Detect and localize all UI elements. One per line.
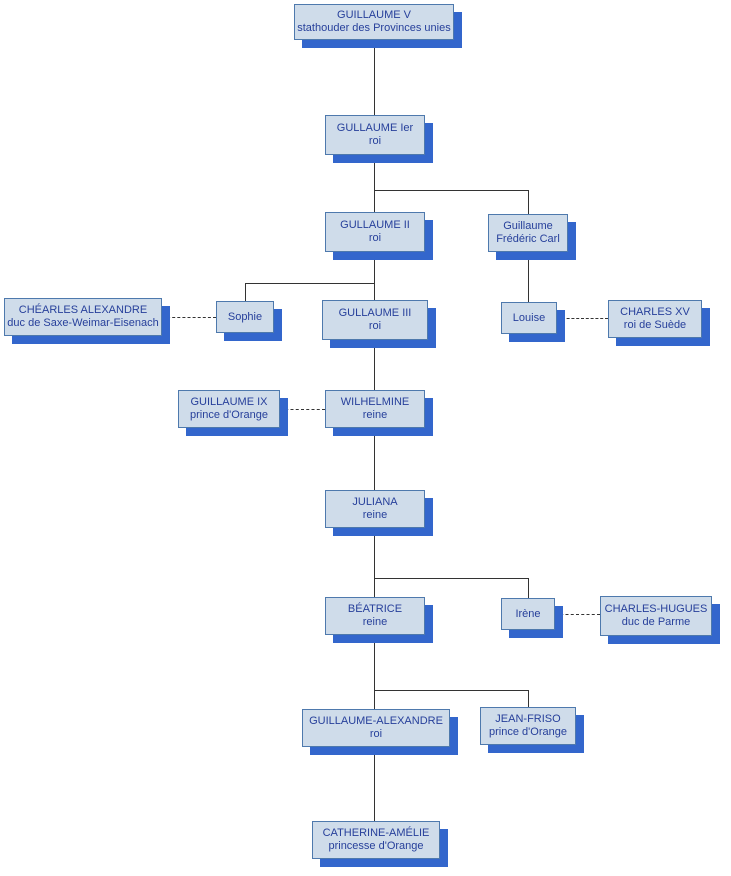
node-sophie: Sophie: [216, 301, 274, 333]
person-name: BÉATRICE: [347, 603, 403, 615]
person-name: Sophie: [227, 310, 263, 323]
connector-line: [245, 283, 374, 284]
connector-line: [374, 528, 375, 597]
connector-line: [374, 578, 528, 579]
person-name: WILHELMINE: [340, 396, 410, 408]
person-name: GUILLAUME-ALEXANDRE: [309, 715, 443, 727]
connector-line: [245, 283, 246, 301]
connector-line: [528, 578, 529, 598]
node-wilhelmine: WILHELMINE reine: [325, 390, 425, 428]
marriage-dashed-line: [162, 317, 216, 318]
node-guillaume-iii: GULLAUME III roi: [322, 300, 428, 340]
person-title: roi de Suède: [623, 319, 687, 331]
person-title: reine: [362, 409, 388, 421]
person-name: CHÉARLES ALEXANDRE: [18, 304, 148, 316]
node-chearles-alexandre: CHÉARLES ALEXANDRE duc de Saxe-Weimar-Ei…: [4, 298, 162, 336]
node-guillaume-ii: GULLAUME II roi: [325, 212, 425, 252]
node-juliana: JULIANA reine: [325, 490, 425, 528]
node-charles-hugues: CHARLES-HUGUES duc de Parme: [600, 596, 712, 636]
marriage-dashed-line: [555, 614, 600, 615]
person-name: GULLAUME II: [340, 219, 410, 231]
person-name: JEAN-FRISO: [495, 713, 561, 725]
node-irene: Irène: [501, 598, 555, 630]
connector-line: [374, 252, 375, 300]
person-title: prince d'Orange: [489, 726, 567, 738]
person-name: GULLAUME III: [338, 307, 412, 319]
node-guillaume-alexandre: GUILLAUME-ALEXANDRE roi: [302, 709, 450, 747]
person-name: CHARLES-HUGUES: [604, 603, 708, 615]
person-name: JULIANA: [352, 496, 398, 508]
person-title: Frédéric Carl: [496, 233, 560, 245]
person-title: reine: [362, 509, 388, 521]
marriage-dashed-line: [280, 409, 325, 410]
connector-line: [374, 747, 375, 821]
node-catherine-amelie: CATHERINE-AMÉLIE princesse d'Orange: [312, 821, 440, 859]
person-title: roi: [368, 320, 382, 332]
person-name: Irène: [515, 607, 541, 620]
marriage-dashed-line: [557, 318, 608, 319]
connector-line: [528, 190, 529, 214]
connector-line: [374, 340, 375, 390]
connector-line: [374, 635, 375, 709]
person-name: GUILLAUME V: [337, 9, 411, 21]
person-title: duc de Parme: [621, 616, 691, 628]
node-beatrice: BÉATRICE reine: [325, 597, 425, 635]
connector-line: [374, 155, 375, 212]
node-guillaume-1er: GULLAUME Ier roi: [325, 115, 425, 155]
node-guillaume-frederic-carl: Guillaume Frédéric Carl: [488, 214, 568, 252]
person-title: duc de Saxe-Weimar-Eisenach: [7, 317, 159, 329]
connector-line: [528, 252, 529, 302]
person-name: CHARLES XV: [620, 306, 690, 318]
node-jean-friso: JEAN-FRISO prince d'Orange: [480, 707, 576, 745]
connector-line: [374, 428, 375, 490]
person-title: stathouder des Provinces unies: [297, 22, 451, 34]
connector-line: [374, 190, 528, 191]
person-name: GULLAUME Ier: [336, 122, 414, 134]
person-name: Louise: [512, 311, 546, 324]
person-title: princesse d'Orange: [328, 840, 424, 852]
connector-line: [528, 690, 529, 707]
connector-line: [374, 690, 528, 691]
node-louise: Louise: [501, 302, 557, 334]
person-title: prince d'Orange: [190, 409, 268, 421]
person-title: reine: [362, 616, 388, 628]
node-charles-xv: CHARLES XV roi de Suède: [608, 300, 702, 338]
node-guillaume-v: GUILLAUME V stathouder des Provinces uni…: [294, 4, 454, 40]
connector-line: [374, 40, 375, 115]
person-name: CATHERINE-AMÉLIE: [322, 827, 430, 839]
person-name: Guillaume: [503, 220, 553, 232]
person-title: roi: [368, 232, 382, 244]
node-guillaume-ix: GUILLAUME IX prince d'Orange: [178, 390, 280, 428]
person-title: roi: [368, 135, 382, 147]
person-title: roi: [369, 728, 383, 740]
person-name: GUILLAUME IX: [190, 396, 268, 408]
